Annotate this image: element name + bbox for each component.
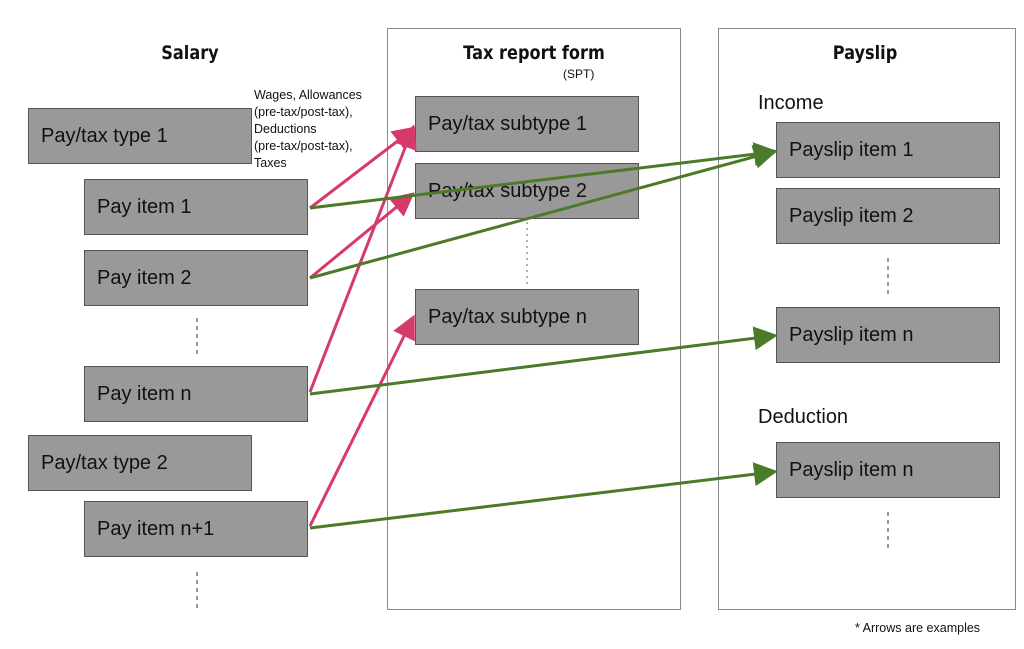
pay-item-1-box: Pay item 1 <box>84 179 308 235</box>
pay-tax-subtype-2-box: Pay/tax subtype 2 <box>415 163 639 219</box>
pay-tax-subtype-n-box: Pay/tax subtype n <box>415 289 639 345</box>
pay-tax-type-2-box: Pay/tax type 2 <box>28 435 252 491</box>
salary-annotation: Wages, Allowances (pre-tax/post-tax), De… <box>254 87 362 172</box>
payslip-item-n-box: Payslip item n <box>776 307 1000 363</box>
annotation-line: Wages, Allowances <box>254 88 362 102</box>
salary-title: Salary <box>161 42 219 64</box>
payslip-title: Payslip <box>832 42 898 64</box>
pay-tax-type-1-box: Pay/tax type 1 <box>28 108 252 164</box>
pay-item-2-box: Pay item 2 <box>84 250 308 306</box>
deduction-label: Deduction <box>758 406 849 428</box>
payslip-item-1-box: Payslip item 1 <box>776 122 1000 178</box>
annotation-line: (pre-tax/post-tax), <box>254 105 353 119</box>
pay-item-n-plus-1-box: Pay item n+1 <box>84 501 308 557</box>
deduction-payslip-item-n-box: Payslip item n <box>776 442 1000 498</box>
annotation-line: Taxes <box>254 156 287 170</box>
tax-report-form-title: Tax report form <box>463 42 605 64</box>
annotation-line: Deductions <box>254 122 317 136</box>
pay-item-n-box: Pay item n <box>84 366 308 422</box>
annotation-line: (pre-tax/post-tax), <box>254 139 353 153</box>
income-label: Income <box>758 92 824 114</box>
footnote: * Arrows are examples <box>855 621 981 635</box>
pay-tax-subtype-1-box: Pay/tax subtype 1 <box>415 96 639 152</box>
tax-report-form-subtitle: (SPT) <box>563 67 595 81</box>
payslip-item-2-box: Payslip item 2 <box>776 188 1000 244</box>
payslip-panel <box>718 28 1016 610</box>
